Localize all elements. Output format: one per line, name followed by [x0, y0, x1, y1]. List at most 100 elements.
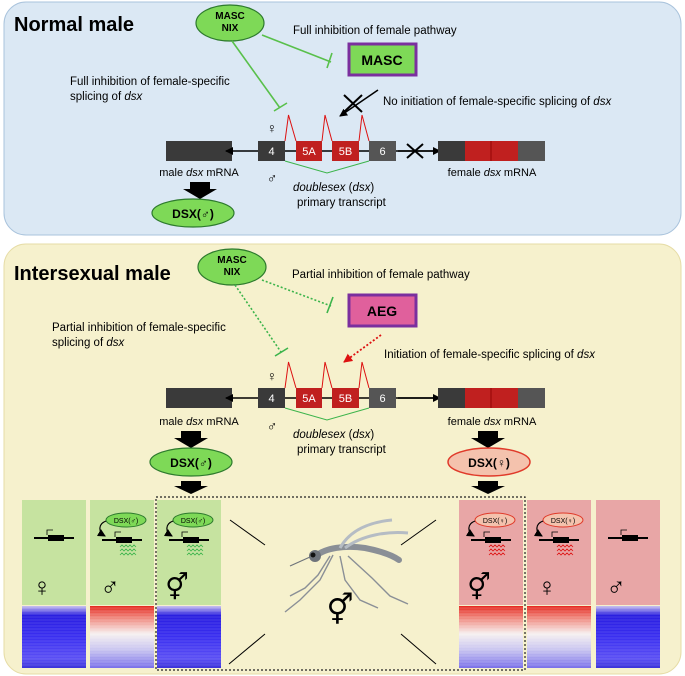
inhibit-female-line: [261, 34, 332, 63]
bound-protein-label: DSX(♀): [483, 518, 507, 525]
connector-line-4: [400, 633, 437, 665]
gene-box: [116, 537, 132, 543]
male-splice-junction: [284, 407, 370, 421]
transcript-wave: [119, 552, 137, 556]
female-symbol-top: ♀: [267, 120, 278, 136]
tissue-column-4: DSX(♀) ⚥: [459, 500, 523, 668]
column-sex-symbol: ♀: [32, 572, 52, 602]
mosquito-proboscis: [289, 556, 311, 567]
dsx-female-protein-bottom: [447, 447, 531, 477]
regulator-bottom-line2: NIX: [224, 267, 241, 278]
annot-no-initiation: No initiation of female-specific splicin…: [383, 96, 612, 108]
inhibit-splice-bar: [273, 102, 288, 112]
exon-4: [258, 141, 285, 161]
bound-protein-label: DSX(♀): [551, 518, 575, 525]
column-sex-symbol: ♀: [537, 572, 557, 602]
binding-arrow: [465, 520, 476, 537]
column-sex-symbol: ⚥: [467, 572, 490, 602]
mosquito-body: [313, 543, 402, 563]
panel-title-normal: Normal male: [14, 14, 134, 36]
female-splice-peak-3: [358, 361, 370, 389]
tss-arrow: [46, 529, 53, 535]
partial-inhibit-female-bar: [326, 296, 334, 314]
partial-inhibit-splice-bar: [274, 347, 289, 357]
regulator-masc-nix-bottom: [197, 248, 267, 286]
female-mrna-block-1: [438, 141, 465, 161]
gene-box: [553, 537, 569, 543]
mosquito-wing-1: [338, 518, 393, 549]
transcript-wave: [556, 552, 574, 556]
female-mrna-block-1: [438, 388, 465, 408]
expression-heatmap: [459, 606, 523, 668]
connector-line-1: [229, 519, 266, 546]
mosquito-leg-2: [339, 555, 379, 609]
gene-box: [485, 537, 501, 543]
transcript-wave: [488, 544, 506, 548]
female-symbol-bottom: ♀: [267, 368, 278, 384]
primary-transcript-bottom-1: doublesex (dsx): [293, 429, 374, 441]
primary-transcript-label-2: primary transcript: [297, 197, 387, 209]
female-mrna-block-3: [491, 388, 518, 408]
column-bg: [596, 500, 660, 605]
male-splice-junction: [284, 160, 370, 174]
annot-initiation: Initiation of female-specific splicing o…: [384, 349, 596, 361]
tss-arrow: [483, 531, 490, 537]
exon-label-5A: 5A: [302, 393, 316, 405]
translation-arrow-male: [174, 431, 208, 448]
tss-arrow: [620, 529, 627, 535]
tissue-columns: ♀DSX(♂)♂DSX(♂)⚥DSX(♀)⚥DSX(♀)♀♂: [22, 500, 660, 668]
female-splice-peak-3: [358, 114, 370, 142]
female-mrna-block-2: [465, 388, 491, 408]
transcript-wave: [186, 552, 204, 556]
annot-full-inhibition-splicing-2: splicing of dsx: [70, 91, 143, 103]
dsx-male-protein-bottom: [149, 447, 233, 477]
intersex-frame: [155, 496, 526, 671]
gene-box: [183, 537, 199, 543]
tss-arrow: [181, 531, 188, 537]
dsx-female-protein-label-bottom: DSX(♀): [468, 456, 510, 470]
female-mrna-block-4: [518, 388, 545, 408]
mosquito-wing-2: [344, 531, 409, 550]
female-mrna-block-4: [518, 141, 545, 161]
exon-5B: [332, 388, 359, 408]
transcript-wave: [556, 544, 574, 548]
exon-4: [258, 388, 285, 408]
female-mrna-block-2: [465, 141, 491, 161]
exon-label-5B: 5B: [339, 393, 352, 405]
mosquito-leg-1: [284, 554, 334, 613]
transcript-wave: [488, 548, 506, 552]
translation-arrow-female: [471, 431, 505, 448]
tissue-column-6: ♂: [596, 500, 660, 668]
female-splice-peak-2: [321, 114, 333, 142]
masc-label: MASC: [361, 52, 402, 68]
gene-box: [48, 535, 64, 541]
regulator-bottom-line1: MASC: [217, 255, 246, 266]
bound-protein-label: DSX(♂): [114, 518, 138, 525]
female-mrna-block-3: [491, 141, 518, 161]
expression-heatmap: [596, 606, 660, 668]
binding-arrow: [163, 520, 174, 537]
expression-heatmap: [157, 606, 221, 668]
translation-arrow-top: [183, 182, 217, 199]
bound-protein: [542, 512, 584, 528]
dsx-male-protein-top: [151, 198, 235, 228]
regulator-label-line1: MASC: [215, 11, 244, 22]
aeg-label: AEG: [367, 303, 397, 319]
bound-protein: [474, 512, 516, 528]
male-mrna-label-top: male dsx mRNA: [159, 167, 239, 179]
primary-transcript-bottom-2: primary transcript: [297, 444, 387, 456]
mosquito-eye: [310, 552, 316, 558]
binding-arrow: [533, 520, 544, 537]
exon-label-4: 4: [268, 393, 274, 405]
dsx-male-protein-label-top: DSX(♂): [172, 207, 214, 221]
regulator-label-line2: NIX: [222, 23, 239, 34]
aeg-box: [347, 293, 418, 328]
tss-arrow: [551, 531, 558, 537]
mosquito-leg-3: [347, 555, 409, 605]
exon-label-6: 6: [379, 146, 385, 158]
annot-partial-splicing-1: Partial inhibition of female-specific: [52, 322, 226, 334]
arrow-to-tissue-male: [174, 481, 208, 494]
exon-label-5B: 5B: [339, 146, 352, 158]
